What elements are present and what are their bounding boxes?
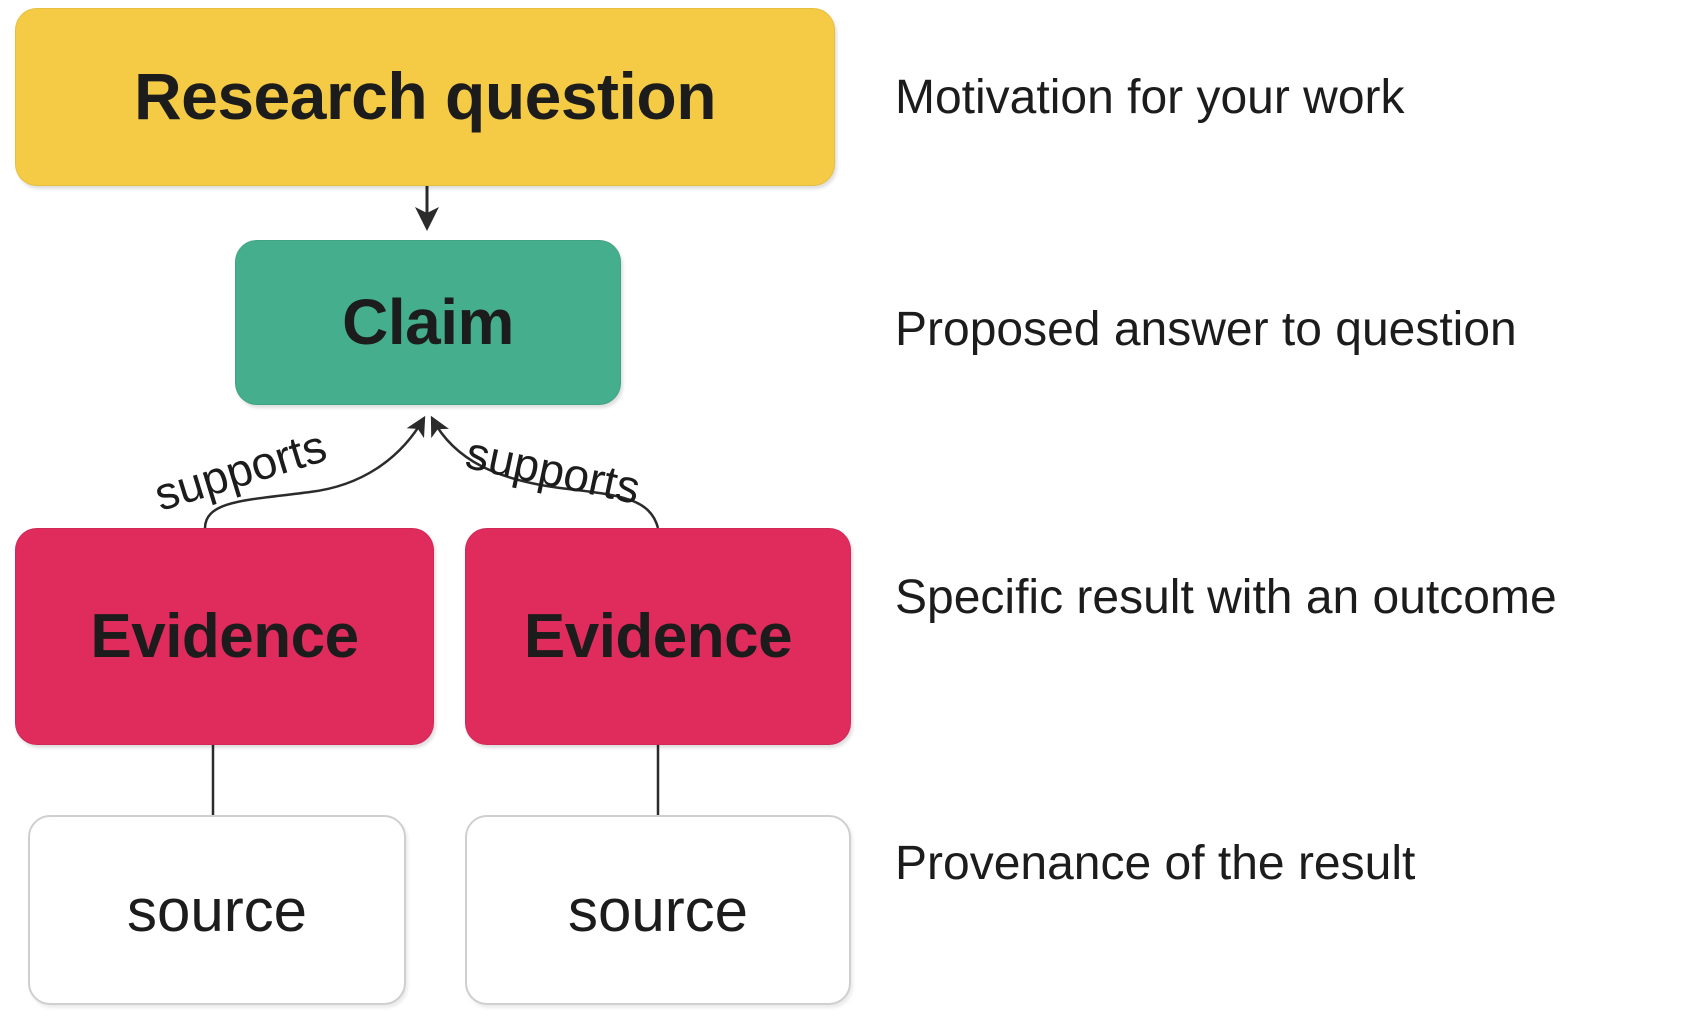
node-evidence-right-label: Evidence (523, 601, 793, 671)
node-evidence-left[interactable]: Evidence (15, 528, 434, 745)
node-source-right-label: source (567, 876, 749, 944)
annotation-research-question: Motivation for your work (895, 71, 1405, 124)
node-research-question-label: Research question (133, 59, 717, 134)
annotation-evidence: Specific result with an outcome (895, 571, 1557, 624)
node-source-left-label: source (126, 876, 308, 944)
edge-label-supports-left: supports (148, 419, 333, 521)
edge-label-supports-right: supports (461, 426, 645, 514)
node-claim[interactable]: Claim (235, 240, 621, 405)
annotation-claim: Proposed answer to question (895, 303, 1517, 356)
node-research-question[interactable]: Research question (15, 8, 835, 186)
node-evidence-left-label: Evidence (90, 601, 359, 671)
node-source-right[interactable]: source (465, 815, 851, 1005)
node-claim-label: Claim (342, 285, 514, 358)
annotation-source: Provenance of the result (895, 837, 1416, 890)
node-source-left[interactable]: source (28, 815, 406, 1005)
node-evidence-right[interactable]: Evidence (465, 528, 851, 745)
